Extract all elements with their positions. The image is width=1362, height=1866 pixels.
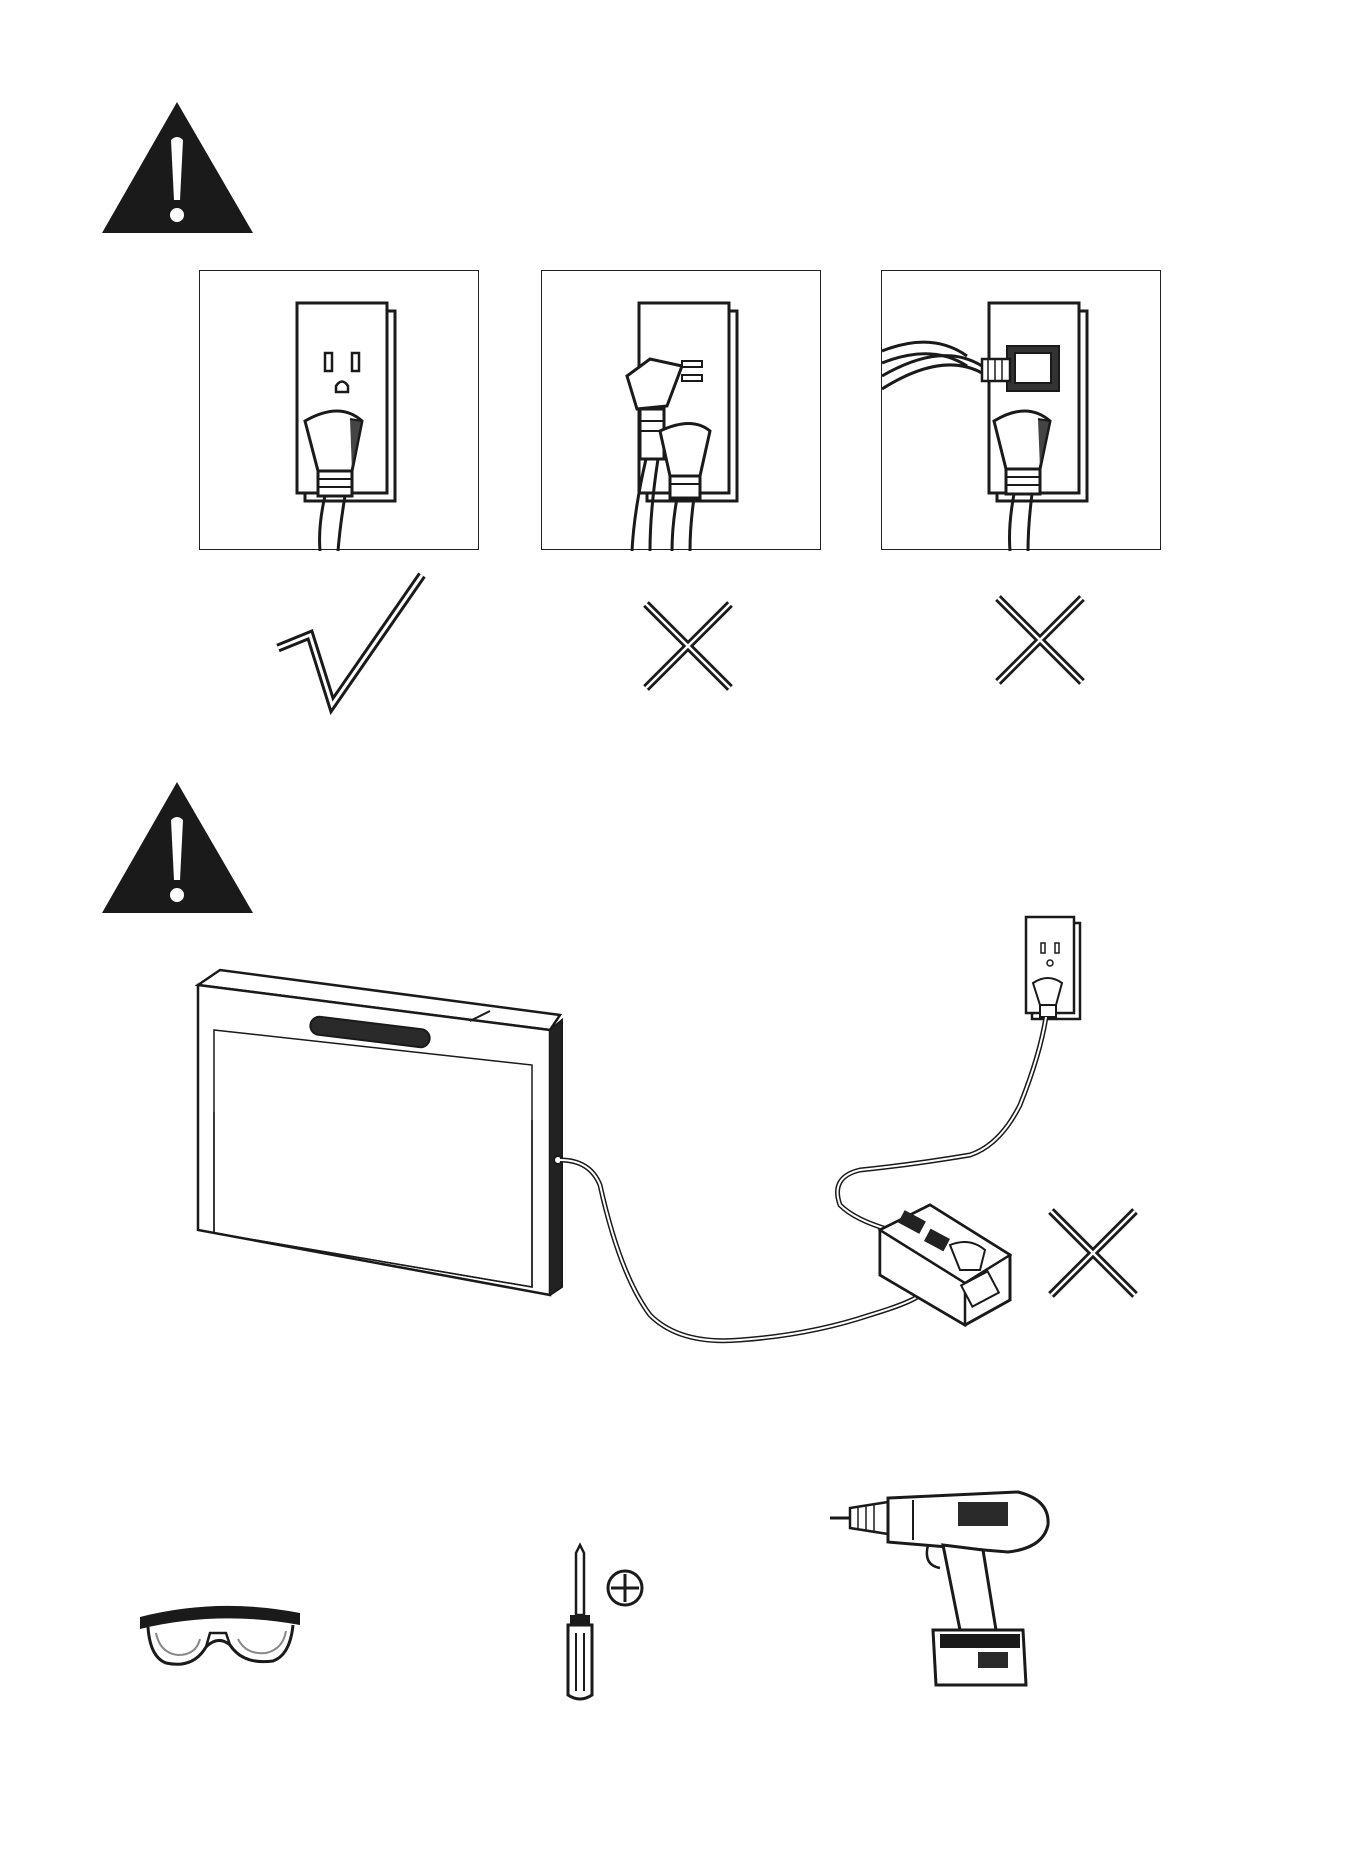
cross-icon [640,598,736,694]
cross-icon [992,592,1088,688]
checkmark-icon [270,570,430,710]
phillips-head-symbol-icon [605,1568,645,1608]
warning-triangle-icon [100,100,255,235]
outlet-panel-correct [199,270,479,550]
fireplace-power-strip-illustration [190,915,1090,1395]
outlet-panel-adapter [541,270,821,550]
power-drill-icon [828,1490,1058,1690]
warning-triangle-icon [100,780,255,915]
cross-icon [1045,1205,1141,1301]
safety-glasses-icon [138,1595,303,1670]
outlet-panel-multiple-cords [881,270,1161,550]
